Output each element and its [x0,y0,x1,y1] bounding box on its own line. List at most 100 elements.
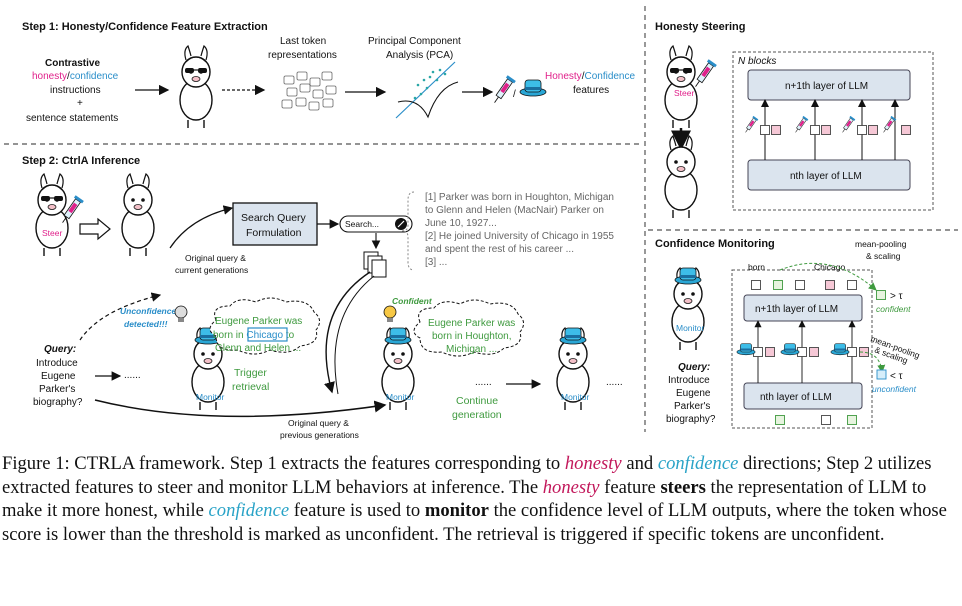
monitor-label-2: Monitor [386,392,415,402]
steering-layer-bottom [747,159,911,191]
step2-big-arrow [79,217,111,241]
monitoring-query-4: biography? [666,414,716,425]
step1-sentence: sentence statements [26,113,118,124]
n-blocks-label: N blocks [738,56,776,67]
caption-monitor: monitor [424,500,489,521]
continue-label-2: generation [452,409,502,421]
retrieved-line-1: [1] Parker was born in Houghton, Michiga… [425,192,614,203]
unconfident-token-box [876,369,887,380]
step1-plus: + [77,98,83,109]
unconfidence-label-1: Unconfidence [120,306,176,316]
lightbulb-on-icon [383,305,397,322]
step1-slash: / [67,71,70,82]
steering-title: Honesty Steering [655,21,745,33]
monitoring-title: Confidence Monitoring [655,238,775,250]
trigger-label-2: retrieval [232,381,269,393]
monitoring-query-3: Parker's [674,401,710,412]
monitoring-query-label: Query: [678,362,710,373]
arrow-to-search-query [169,205,234,249]
lt-tau: < τ [890,371,903,382]
pca-scatter-icon [395,61,459,119]
retrieved-line-5: and spent the rest of his career ... [425,244,574,255]
monitoring-query-2: Eugene [676,388,711,399]
unconfidence-label-2: detected!!! [124,319,168,329]
monitoring-layer-bottom [743,382,863,410]
features-honesty: Honesty [545,71,582,82]
token-born: born [748,262,765,272]
bubble2-line-2: born in Houghton, [432,331,512,342]
last-token-label-1: Last token [280,36,326,47]
mean-pool-top-2: & scaling [866,251,901,261]
token-representations-icon [281,71,337,111]
steering-layer-bottom-label: nth layer of LLM [790,171,862,182]
step1-title: Step 1: Honesty/Confidence Feature Extra… [22,21,268,33]
search-query-label-1: Search Query [241,212,307,224]
orig-query-label-2: current generations [175,265,248,275]
steering-syringe-icon [695,58,718,88]
retrieved-line-2: to Glenn and Helen (MacNair) Parker on [425,205,604,216]
step1-honesty-confidence-line: honesty/confidence [32,71,119,82]
last-token-label-2: representations [268,50,337,61]
caption-steers: steers [660,476,706,498]
bubble1-line-2: born in Chicago to [213,330,295,341]
pca-label-2: Analysis (PCA) [386,50,453,61]
caption-p7: the confidence level of LLM outputs, whe… [2,500,947,545]
step2-steer-label: Steer [42,228,62,238]
thought-bubble-1 [209,297,320,355]
caption-honesty: honesty [564,453,622,474]
retrieved-line-4: [2] He joined University of Chicago in 1… [425,231,614,242]
caption-p6: feature is used to [289,500,425,521]
n-blocks-frame [732,51,934,211]
caption-p1: Figure 1: C [2,453,87,474]
lightbulb-off-icon [174,305,188,322]
retrieved-line-3: June 10, 1927... [425,218,497,229]
retrieved-line-6: [3] ... [425,257,447,268]
monitoring-frame [731,269,873,429]
trigger-label-1: Trigger [234,367,267,379]
steering-token-flow [745,99,911,160]
monitoring-query-1: Introduce [668,375,710,386]
caption-trl: TRL [86,453,122,474]
confidence-monitoring-panel: Confidence Monitoring mean-pooling & sca… [655,238,921,429]
step2-panel: Step 2: CtrlA Inference Steer Search Que… [22,155,623,440]
caption-confidence: confidence [657,453,739,474]
continue-label-1: Continue [456,395,498,407]
bubble1-chicago: Chicago [246,330,283,341]
orig-prev-label-1: Original query & [288,418,349,428]
features-word: features [573,85,609,96]
step2-dots-3: ...... [606,377,623,388]
token-chicago: Chicago [814,262,845,272]
steering-alpaca-2-icon [664,135,698,219]
step1-honesty-word: honesty [32,71,67,82]
monitoring-layer-bottom-label: nth layer of LLM [760,392,832,403]
arrow-docs-to-generation [324,271,371,394]
features-slash: / [513,89,516,100]
pooling-arrow-top [779,262,877,291]
caption-p5: the representation of LLM to make it mor… [2,476,927,522]
orig-prev-label-2: previous generations [280,430,359,440]
step1-instructions: instructions [50,85,101,96]
step2-dots-1: ...... [124,370,141,381]
search-query-label-2: Formulation [246,227,302,239]
search-bar-placeholder: Search... [345,219,379,229]
blue-hat-icon [519,79,547,97]
bubble2-line-1: Eugene Parker was [428,318,515,329]
step2-title: Step 2: CtrlA Inference [22,155,140,167]
bubble1-to: to [283,330,295,341]
bubble1-line-3: Glenn and Helen ... [215,343,301,354]
caption-p1b: A framework. Step 1 extracts the feature… [121,453,565,474]
monitoring-alpaca-icon [671,267,705,351]
query-line-3: Parker's [39,384,75,395]
search-bar [339,215,413,233]
alpaca-sunglasses-icon [179,45,213,129]
original-prev-arrow [94,399,387,418]
gt-tau: > τ [890,291,903,302]
arrow-docs-to-generation-2 [334,275,375,395]
documents-icon [363,251,387,278]
monitoring-layer-top-label: n+1th layer of LLM [755,304,838,315]
step2-alpaca-steer-icon [35,173,69,257]
features-slash-2: / [582,71,585,82]
steering-layer-top [747,69,911,101]
caption-honesty-2: honesty [542,476,600,498]
step2-alpaca-icon [121,173,155,257]
